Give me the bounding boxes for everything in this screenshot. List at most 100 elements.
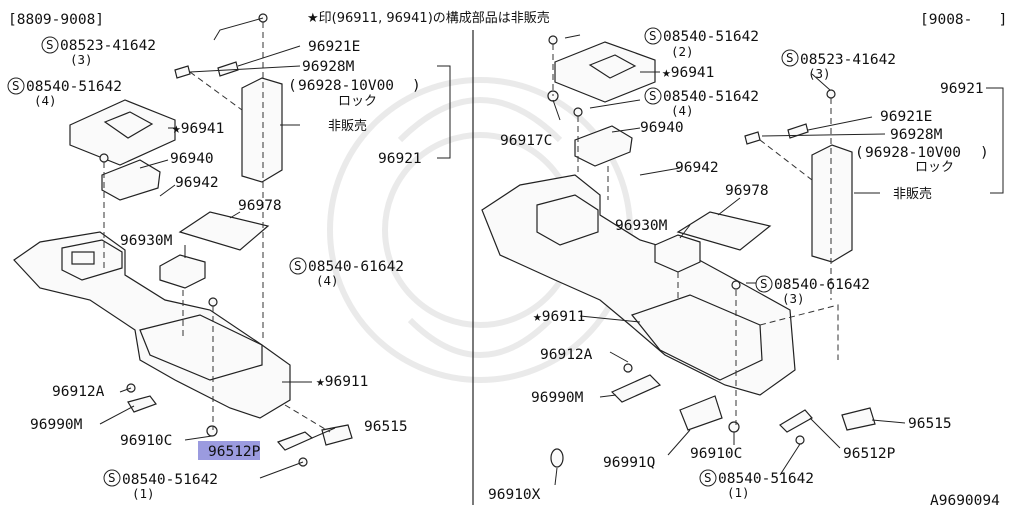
right-bolt-a-qty: (2): [671, 44, 694, 59]
right-part-96910c: 96910C: [690, 446, 742, 462]
left-part-96910c: 96910C: [120, 433, 172, 449]
right-diagram: [481, 34, 1004, 486]
left-clip-96512p: [276, 431, 314, 451]
right-bolt-c-qty: (3): [808, 66, 831, 81]
s-mark: S: [46, 37, 54, 52]
right-part-96991q: 96991Q: [603, 455, 655, 471]
s-mark: S: [294, 258, 302, 273]
left-part-96911: ★96911: [316, 374, 368, 390]
left-clip-96910c: [206, 425, 218, 437]
left-sub-lock: ロック: [338, 94, 377, 109]
right-screw-08523: [826, 89, 836, 99]
left-screw-08540: [99, 153, 109, 163]
left-part-96921: 96921: [378, 151, 422, 167]
right-boot: [588, 54, 637, 79]
s-symbol-icon: [7, 77, 25, 95]
left-ashtray: [159, 254, 206, 289]
left-bolt-d-code: 08540-51642: [122, 472, 218, 488]
right-part-96921e: 96921E: [880, 109, 932, 125]
left-part-96928m: 96928M: [302, 59, 355, 75]
right-grommet-96910x: [550, 448, 564, 468]
watermark: [327, 77, 633, 383]
right-sub-paren-open: (: [855, 145, 864, 161]
right-part-96990m: 96990M: [531, 390, 584, 406]
right-bolt-d-qty: (3): [782, 291, 805, 306]
right-bolt-e-code: 08540-51642: [718, 471, 814, 487]
s-symbol-icon: [41, 36, 59, 54]
right-sub-lock: ロック: [915, 160, 954, 175]
left-bolt-b-qty: (4): [34, 93, 57, 108]
right-labels: S 08540-51642 (2) ★96941 S 08540-51642 (…: [488, 27, 989, 503]
right-sub-code: 96928-10V00: [865, 145, 961, 161]
left-part-96512p: 96512P: [208, 444, 261, 460]
right-part-96940: 96940: [640, 120, 684, 136]
left-bolt-c-qty: (4): [316, 273, 339, 288]
right-not-sold: 非販売: [893, 186, 932, 202]
right-screw-bottom: [795, 435, 805, 445]
s-mark: S: [786, 50, 794, 65]
right-screw-08540-61642: [731, 280, 741, 290]
left-part-96940: 96940: [170, 151, 214, 167]
right-screw-96912a: [623, 363, 633, 373]
left-labels: S 08523-41642 (3) S 08540-51642 (4) 9692…: [7, 36, 422, 501]
left-console-rear: [139, 314, 263, 381]
left-shift-indicator: [101, 159, 161, 201]
left-sub-code: 96928-10V00: [298, 78, 394, 94]
right-part-96921: 96921: [940, 81, 984, 97]
right-shift-indicator: [574, 125, 633, 167]
right-part-96912a: 96912A: [540, 347, 593, 363]
left-part-96912a: 96912A: [52, 384, 105, 400]
left-bolt-b-code: 08540-51642: [26, 79, 122, 95]
right-cover-96515: [841, 407, 876, 431]
figure-id: A9690094: [930, 493, 1000, 509]
right-sub-paren-close: ): [980, 145, 989, 161]
left-cover-96515: [321, 424, 353, 446]
right-bracket-96990m: [610, 374, 662, 403]
right-bolt-b-qty: (4): [671, 103, 694, 118]
left-hinge-96921e: [217, 61, 239, 77]
left-bolt-a-qty: (3): [70, 52, 93, 67]
right-part-96930m: 96930M: [615, 218, 668, 234]
right-period-label: [9008- ]: [920, 12, 1007, 28]
s-mark: S: [108, 470, 116, 485]
left-period-label: [8809-9008]: [8, 12, 104, 28]
right-clip-96512p: [779, 409, 813, 433]
left-pad-96978: [178, 211, 270, 251]
right-part-96512p: 96512P: [843, 446, 896, 462]
right-bolt-c-code: 08523-41642: [800, 52, 896, 68]
left-bolt-a-code: 08523-41642: [60, 38, 156, 54]
s-symbol-icon: [289, 257, 307, 275]
left-part-96941: ★96941: [172, 121, 224, 137]
right-bracket-96991q: [679, 395, 723, 431]
right-console-rear: [630, 294, 763, 381]
s-mark: S: [649, 88, 657, 103]
left-bolt-d-qty: (1): [132, 486, 155, 501]
s-symbol-icon: [644, 87, 662, 105]
left-panel-slot: [71, 251, 95, 265]
right-ashtray: [654, 234, 701, 273]
left-screw-08540-61642: [208, 297, 218, 307]
right-part-96917c: 96917C: [500, 133, 552, 149]
right-bolt-a-code: 08540-51642: [663, 29, 759, 45]
right-part-96928m: 96928M: [890, 127, 943, 143]
right-part-96942: 96942: [675, 160, 719, 176]
right-console-panel: [536, 194, 599, 246]
right-part-96910x: 96910X: [488, 487, 541, 503]
s-symbol-icon: [644, 27, 662, 45]
s-symbol-icon: [781, 49, 799, 67]
left-boot: [103, 111, 154, 139]
right-lock-96928m: [744, 131, 761, 145]
left-part-96990m: 96990M: [30, 417, 83, 433]
right-part-96515: 96515: [908, 416, 952, 432]
right-pad-96978: [676, 211, 772, 251]
header-note: ★印(96911, 96941)の構成部品は非販売: [307, 10, 550, 26]
s-symbol-icon: [755, 275, 773, 293]
right-bolt-d-code: 08540-61642: [774, 277, 870, 293]
s-mark: S: [12, 78, 20, 93]
s-symbol-icon: [103, 469, 121, 487]
right-clip-96910c: [728, 421, 740, 433]
right-screw-top: [548, 35, 558, 45]
left-bolt-c-code: 08540-61642: [308, 259, 404, 275]
left-part-96512p-highlight: [198, 441, 260, 460]
